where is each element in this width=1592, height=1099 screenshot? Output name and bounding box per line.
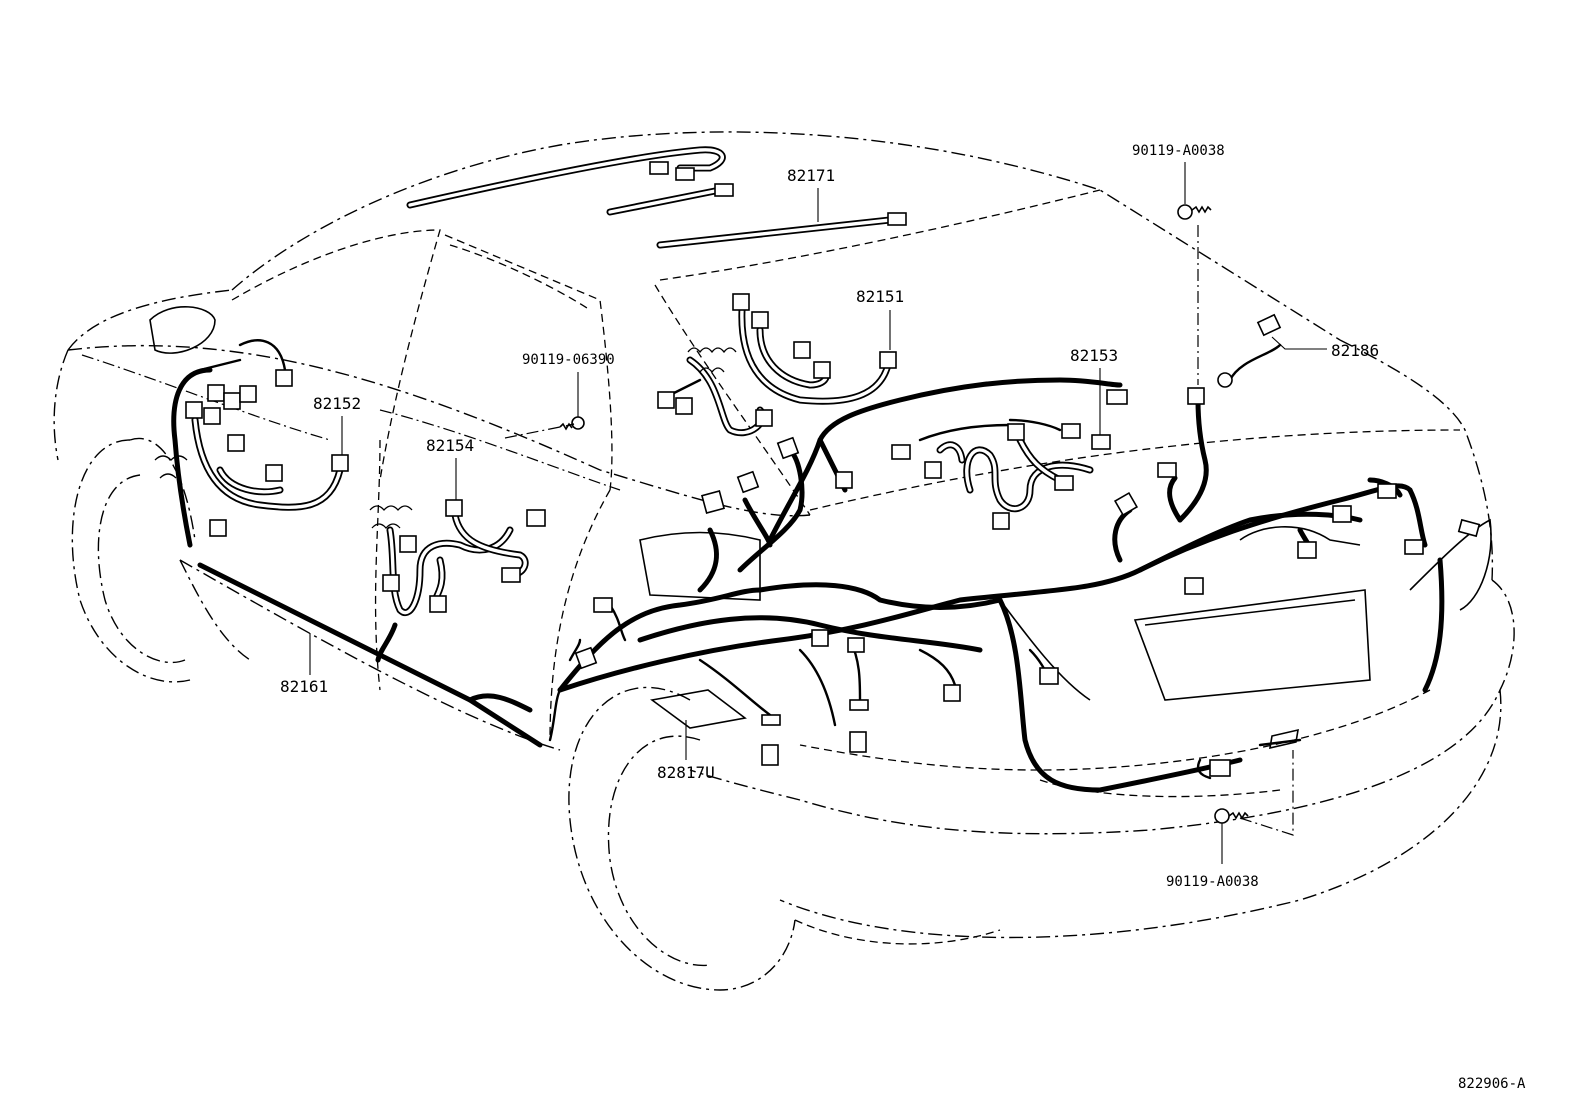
connector (501, 567, 521, 583)
connector (526, 509, 546, 527)
connector (751, 311, 769, 329)
connector (675, 397, 693, 415)
connector (1157, 462, 1177, 478)
connector (1039, 667, 1059, 685)
connector (574, 646, 598, 670)
connector (429, 595, 447, 613)
connector (1297, 541, 1317, 559)
connector (793, 341, 811, 359)
connector (265, 464, 283, 482)
connector (700, 489, 726, 515)
roof-harness-82171 (406, 146, 907, 249)
connector (399, 535, 417, 553)
callout-82161: 82161 (280, 677, 328, 696)
connector (675, 167, 695, 181)
connector (207, 384, 225, 402)
connector (736, 470, 760, 494)
connector (445, 499, 463, 517)
figure-code: 822906-A (1458, 1076, 1526, 1092)
connector (776, 436, 800, 460)
connector (1209, 759, 1231, 777)
callout-82151: 82151 (856, 287, 904, 306)
main-floor-harness (197, 377, 1481, 793)
connector (1113, 491, 1139, 517)
connector (227, 434, 245, 452)
harness-82153 (891, 389, 1128, 530)
connector (732, 293, 750, 311)
connector (887, 212, 907, 226)
connector (1404, 539, 1424, 555)
connector (761, 744, 779, 766)
leader-lines (309, 162, 1327, 864)
connector (1007, 423, 1025, 441)
grommet (1217, 372, 1233, 388)
connector (835, 471, 853, 489)
connector (943, 684, 961, 702)
connector (382, 574, 400, 592)
connector (203, 407, 221, 425)
harness-82154 (369, 499, 546, 663)
connector (879, 351, 897, 369)
connector (657, 391, 675, 409)
connector (223, 392, 241, 410)
connector (1106, 389, 1128, 405)
connector (1377, 483, 1397, 499)
label-plate-82817U (650, 689, 747, 729)
callout-82186: 82186 (1331, 341, 1379, 360)
callout-90119-06390: 90119-06390 (522, 352, 615, 368)
connector (1184, 577, 1204, 595)
connector (185, 401, 203, 419)
harness-82151 (657, 293, 897, 437)
connector (1187, 387, 1205, 405)
callout-90119-A0038-bottom: 90119-A0038 (1166, 874, 1259, 890)
connector (847, 637, 865, 653)
connector (1457, 518, 1481, 538)
grommet (849, 699, 869, 711)
bolt-90119-A0038-top (1177, 204, 1212, 220)
bolt-90119-A0038-bottom (1214, 808, 1249, 824)
connector (1256, 313, 1282, 337)
connector (239, 385, 257, 403)
callout-82817U: 82817U (657, 763, 715, 782)
connector (1061, 423, 1081, 439)
connector (924, 461, 942, 479)
connector (649, 161, 669, 175)
connector (891, 444, 911, 460)
harness-82186 (1217, 313, 1282, 388)
harness-82152 (154, 339, 349, 548)
connector (714, 183, 734, 197)
connector (849, 731, 867, 753)
bolt-90119-06390 (559, 416, 585, 431)
callout-82171: 82171 (787, 166, 835, 185)
connector (992, 512, 1010, 530)
connector (331, 454, 349, 472)
callout-82152: 82152 (313, 394, 361, 413)
callout-82154: 82154 (426, 436, 474, 455)
connector (1091, 434, 1111, 450)
connector (811, 629, 829, 647)
connector (209, 519, 227, 537)
part-number-labels: 82171 82151 82153 82186 82152 82154 9011… (280, 143, 1526, 1092)
connector (755, 409, 773, 427)
connector (813, 361, 831, 379)
grommet (761, 714, 781, 726)
car-body-outline (53, 131, 1515, 991)
connector (593, 597, 613, 613)
connector (1332, 505, 1352, 523)
callout-82153: 82153 (1070, 346, 1118, 365)
callout-90119-A0038-top: 90119-A0038 (1132, 143, 1225, 159)
connector (275, 369, 293, 387)
connector (1054, 475, 1074, 491)
